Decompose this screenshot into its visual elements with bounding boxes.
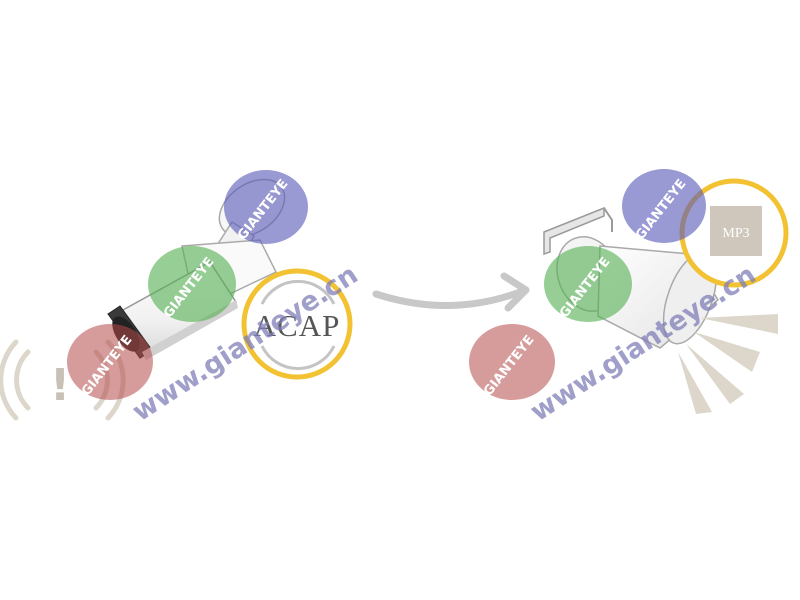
watermark-bubble-blue-right: GIANTEYE [622, 169, 706, 243]
watermark-bubble-red-left: GIANTEYE [67, 324, 153, 400]
watermark-bubble-red-right: GIANTEYE [469, 324, 555, 400]
transfer-arrow-icon [372, 288, 524, 310]
mp3-badge: MP3 [679, 178, 789, 288]
acap-label: ACAP [254, 308, 341, 343]
watermark-bubble-green-left: GIANTEYE [148, 246, 236, 322]
watermark-bubble-green-right: GIANTEYE [544, 246, 632, 322]
watermark-bubble-blue-left: GIANTEYE [224, 170, 308, 244]
sound-rays-icon [678, 314, 778, 414]
mp3-label: MP3 [722, 226, 749, 241]
acap-badge: ACAP [241, 268, 353, 380]
alert-symbol: ! [50, 360, 70, 411]
